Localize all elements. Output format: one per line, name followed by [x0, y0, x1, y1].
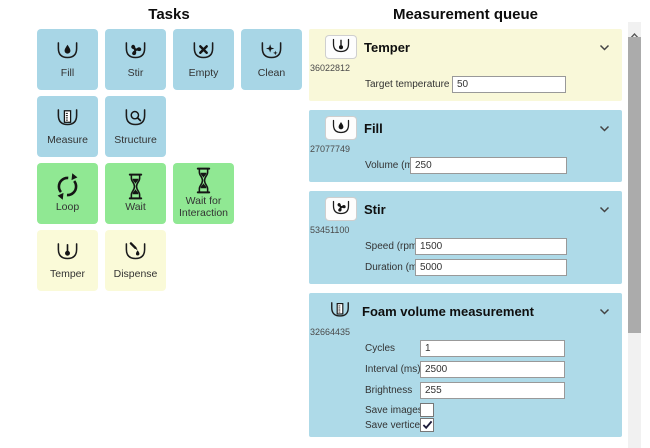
queue-card-fields: CyclesInterval (ms) BrightnessSave images…: [309, 340, 622, 432]
queue-card-id: 53451100: [309, 225, 622, 236]
queue-card-fields: Volume (ml): [309, 157, 622, 174]
task-button-wait[interactable]: Wait: [105, 163, 166, 224]
task-button-label: Temper: [48, 269, 87, 281]
dispense-icon: [120, 240, 151, 266]
task-button-label: Wait for Interaction: [173, 196, 234, 220]
queue-card-foam-volume-measurement: Foam volume measurement 32664435CyclesInt…: [309, 293, 622, 437]
queue-card-title: Temper: [364, 40, 410, 55]
task-button-clean[interactable]: Clean: [241, 29, 302, 90]
task-button-dispense[interactable]: Dispense: [105, 230, 166, 291]
field-label: Duration (ms): [365, 262, 415, 273]
task-button-loop[interactable]: Loop: [37, 163, 98, 224]
field-label: Interval (ms): [365, 364, 420, 375]
queue-card-fill: Fill 27077749Volume (ml): [309, 110, 622, 182]
queue-card-header[interactable]: Foam volume measurement: [309, 297, 622, 325]
task-button-empty[interactable]: Empty: [173, 29, 234, 90]
task-grid: Fill Stir Empty CleanMeasure StructureLoop Wa…: [37, 29, 302, 297]
field-label: Save images: [365, 405, 420, 416]
scrollbar-thumb[interactable]: [628, 37, 641, 333]
field-input-cycles[interactable]: [420, 340, 565, 357]
field-label: Volume (ml): [365, 160, 410, 171]
measure-icon: [325, 300, 355, 322]
measure-icon: [52, 106, 83, 132]
field-input-brightness[interactable]: [420, 382, 565, 399]
queue-card-fields: Target temperature (°C): [309, 76, 622, 93]
task-button-label: Structure: [112, 135, 159, 147]
temper-icon: [52, 240, 83, 266]
field-checkbox-save-vertices[interactable]: [420, 418, 434, 432]
fill-icon: [52, 39, 83, 65]
chevron-down-icon[interactable]: [597, 306, 612, 317]
queue-card-header[interactable]: Fill: [309, 114, 622, 142]
queue-card-stir: Stir 53451100Speed (rpm) Duration (ms): [309, 191, 622, 284]
task-button-wait-for-interaction[interactable]: Wait for Interaction: [173, 163, 234, 224]
temper-icon: [325, 35, 357, 59]
field-label: Speed (rpm): [365, 241, 415, 252]
task-button-structure[interactable]: Structure: [105, 96, 166, 157]
queue-card-id: 27077749: [309, 144, 622, 155]
queue-card-id: 32664435: [309, 327, 622, 338]
field-row: Duration (ms): [365, 259, 622, 276]
task-button-label: Fill: [59, 68, 76, 80]
field-checkbox-save-images[interactable]: [420, 403, 434, 417]
task-button-measure[interactable]: Measure: [37, 96, 98, 157]
fill-icon: [325, 116, 357, 140]
field-row: Save images: [365, 403, 622, 417]
queue-scrollbar[interactable]: [628, 22, 641, 448]
task-button-label: Stir: [126, 68, 146, 80]
task-row: Temper Dispense: [37, 230, 302, 291]
measurement-queue-title: Measurement queue: [309, 6, 622, 23]
field-row: Save vertices: [365, 418, 622, 432]
chevron-down-icon[interactable]: [597, 204, 612, 215]
field-row: Brightness: [365, 382, 622, 399]
task-button-label: Dispense: [112, 269, 160, 281]
field-row: Target temperature (°C): [365, 76, 622, 93]
task-row: Fill Stir Empty Clean: [37, 29, 302, 90]
field-row: Volume (ml): [365, 157, 622, 174]
field-label: Target temperature (°C): [365, 79, 452, 90]
structure-icon: [120, 106, 151, 132]
task-button-stir[interactable]: Stir: [105, 29, 166, 90]
task-button-label: Clean: [256, 68, 287, 80]
task-button-label: Wait: [123, 202, 148, 214]
task-row: Loop Wait Wait for Interaction: [37, 163, 302, 224]
queue-card-header[interactable]: Stir: [309, 195, 622, 223]
field-input-targettemperaturec[interactable]: [452, 76, 566, 93]
measurement-queue-list: Temper 36022812Target temperature (°C) Fil…: [309, 29, 622, 446]
queue-card-fields: Speed (rpm) Duration (ms): [309, 238, 622, 276]
field-input-speedrpm[interactable]: [415, 238, 567, 255]
field-input-volumeml[interactable]: [410, 157, 567, 174]
queue-card-temper: Temper 36022812Target temperature (°C): [309, 29, 622, 101]
task-button-label: Measure: [45, 135, 90, 147]
loop-icon: [52, 173, 83, 199]
field-label: Brightness: [365, 385, 420, 396]
task-button-temper[interactable]: Temper: [37, 230, 98, 291]
chevron-down-icon[interactable]: [597, 123, 612, 134]
wait-icon: [120, 173, 151, 199]
field-row: Cycles: [365, 340, 622, 357]
task-button-fill[interactable]: Fill: [37, 29, 98, 90]
wait-interaction-icon: [188, 167, 219, 193]
stir-icon: [120, 39, 151, 65]
field-row: Speed (rpm): [365, 238, 622, 255]
queue-card-header[interactable]: Temper: [309, 33, 622, 61]
task-row: Measure Structure: [37, 96, 302, 157]
field-row: Interval (ms): [365, 361, 622, 378]
chevron-down-icon[interactable]: [597, 42, 612, 53]
empty-icon: [188, 39, 219, 65]
queue-card-id: 36022812: [309, 63, 622, 74]
task-button-label: Empty: [187, 68, 221, 80]
field-input-intervalms[interactable]: [420, 361, 565, 378]
field-label: Cycles: [365, 343, 420, 354]
field-input-durationms[interactable]: [415, 259, 567, 276]
queue-card-title: Foam volume measurement: [362, 304, 534, 319]
tasks-panel-title: Tasks: [37, 6, 301, 23]
queue-card-title: Stir: [364, 202, 386, 217]
stir-icon: [325, 197, 357, 221]
clean-icon: [256, 39, 287, 65]
field-label: Save vertices: [365, 420, 420, 431]
task-button-label: Loop: [54, 202, 81, 214]
queue-card-title: Fill: [364, 121, 383, 136]
